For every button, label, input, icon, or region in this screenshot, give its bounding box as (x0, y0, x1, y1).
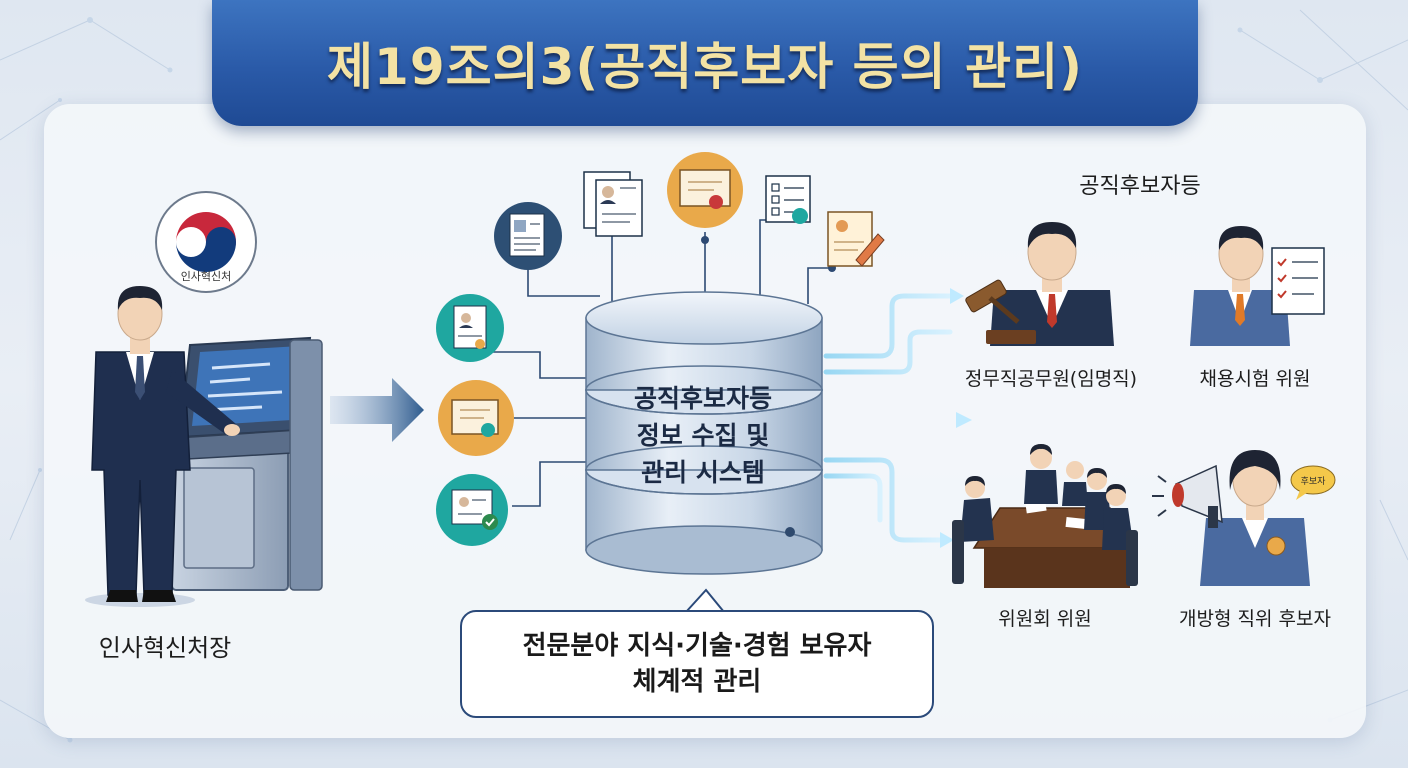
output-arrowheads (940, 288, 972, 548)
page-title: 제19조의3(공직후보자 등의 관리) (327, 38, 1083, 96)
left-flow-arrow (330, 378, 424, 442)
profile-doc-icon (583, 171, 643, 237)
resume-icon (494, 202, 562, 270)
checklist-icon (765, 175, 811, 224)
exam-committee-person-icon (1190, 226, 1325, 346)
form-pencil-icon (827, 211, 885, 267)
official-person-icon (85, 286, 240, 607)
certificate-icon (667, 152, 743, 228)
right-group-title: 공직후보자등 (1079, 174, 1201, 199)
callout-box: 전문분야 지식·기술·경험 보유자 체계적 관리 (460, 610, 934, 718)
verified-doc-icon (436, 474, 508, 546)
emblem-label: 인사혁신처 (181, 270, 232, 283)
output-flow-arrows (823, 293, 963, 543)
left-person-label: 인사혁신처장 (98, 634, 232, 662)
db-line-1: 공직후보자등 (633, 384, 772, 413)
title-banner: 제19조의3(공직후보자 등의 관리) (212, 0, 1198, 126)
database-cylinder (585, 291, 823, 575)
minister-person-icon (965, 222, 1114, 346)
db-line-2: 정보 수집 및 (636, 421, 770, 450)
role-label-open-position: 개방형 직위 후보자 (1179, 608, 1331, 630)
role-label-committee: 위원회 위원 (998, 608, 1092, 630)
role-label-minister: 정무직공무원(임명직) (964, 368, 1138, 390)
role-label-exam-committee: 채용시험 위원 (1199, 368, 1311, 390)
callout-line-2: 체계적 관리 (632, 667, 762, 697)
certificate-icon (438, 380, 514, 456)
callout-pointer (683, 588, 727, 613)
kiosk-terminal-icon (169, 336, 323, 591)
committee-meeting-icon (952, 444, 1138, 588)
callout-line-1: 전문분야 지식·기술·경험 보유자 (522, 631, 872, 661)
government-emblem: 인사혁신처 (155, 191, 257, 293)
profile-doc-icon (436, 294, 504, 362)
database-label: 공직후보자등 정보 수집 및 관리 시스템 (585, 380, 821, 491)
db-line-3: 관리 시스템 (641, 458, 765, 487)
open-position-candidate-icon: 후보자 (1152, 450, 1336, 586)
speech-bubble-text: 후보자 (1301, 476, 1327, 487)
